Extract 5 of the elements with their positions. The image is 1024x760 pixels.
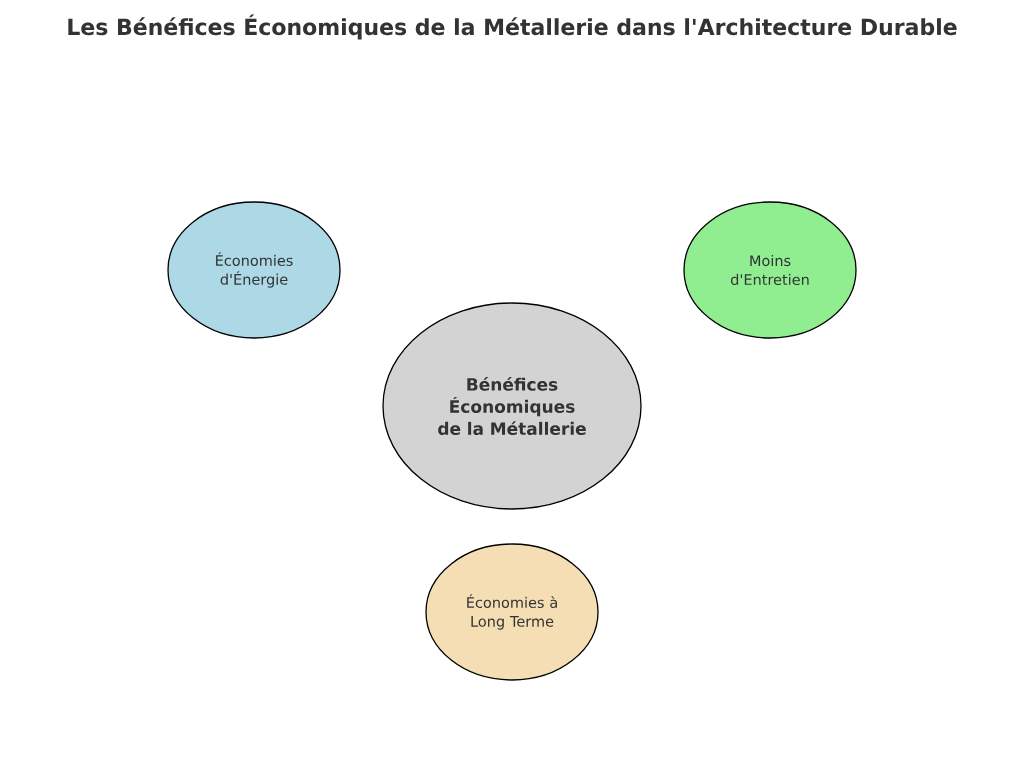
title: Les Bénéfices Économiques de la Métallerie dans l'Architecture Durable [68,14,957,40]
ellipse-node: Économies d'Énergie [167,201,341,339]
ellipse-node: Bénéfices Économiques de la Métallerie [382,302,642,510]
ellipse-node: Moins d'Entretien [683,201,857,339]
ellipse-node: Économies à Long Terme [425,543,599,681]
